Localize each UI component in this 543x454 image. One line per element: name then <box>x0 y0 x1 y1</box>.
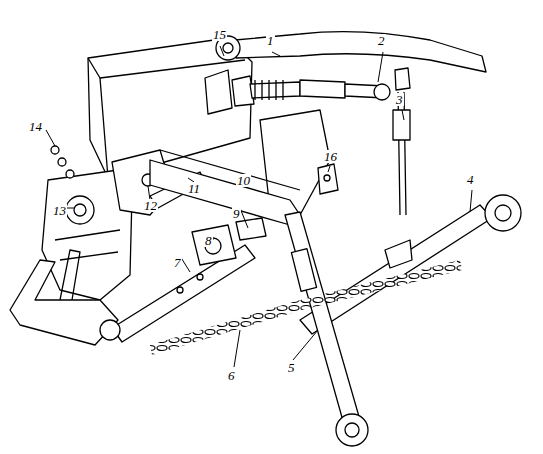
callout-number: 1 <box>266 34 275 47</box>
callout-number: 8 <box>204 234 213 247</box>
callout-number: 13 <box>52 204 67 217</box>
callout-number: 11 <box>187 182 201 195</box>
callout-number: 9 <box>232 207 241 220</box>
callout-number: 2 <box>377 34 386 47</box>
callout-number: 7 <box>173 256 182 269</box>
callout-number: 14 <box>28 120 43 133</box>
callout-number: 6 <box>227 369 236 382</box>
callout-number: 15 <box>212 28 227 41</box>
callout-number: 10 <box>236 174 251 187</box>
callout-number: 16 <box>323 150 338 163</box>
callout-number: 4 <box>466 173 475 186</box>
callout-number: 3 <box>395 93 404 106</box>
callout-number: 5 <box>287 361 296 374</box>
callout-number: 12 <box>143 199 158 212</box>
